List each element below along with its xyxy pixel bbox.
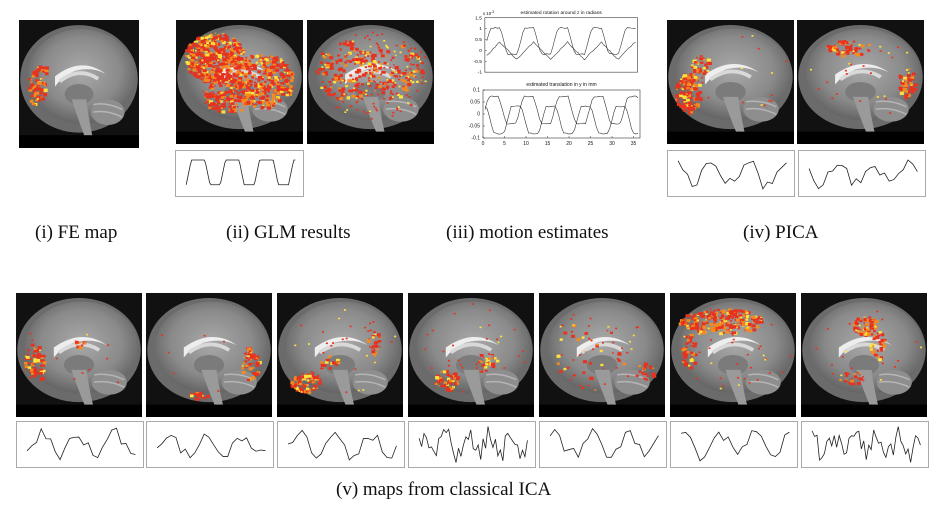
motion-rotation-plot: estimated rotation around z in radians x …: [455, 8, 645, 78]
motion-translation-plot: estimated translation in y in mm 0.1 0.05 0…: [455, 80, 645, 152]
motion-ytick-label: -1: [478, 70, 483, 76]
fe-map-image: [19, 20, 139, 148]
motion-ytick-label: -0.1: [471, 136, 480, 142]
ica-timecourse-1: [16, 421, 144, 468]
ica-timecourse-4: [408, 421, 536, 468]
motion-xtick-label: 15: [545, 141, 551, 147]
motion-ytick-label: 0.05: [470, 100, 480, 106]
ica-map-image-3: [277, 293, 403, 417]
glm-regressor-trace: [175, 150, 304, 197]
motion-xtick-label: 25: [588, 141, 594, 147]
motion-xtick-label: 35: [631, 141, 637, 147]
ica-map-image-4: [408, 293, 534, 417]
ica-timecourse-7: [801, 421, 929, 468]
ica-map-image-6: [670, 293, 796, 417]
pica-map-image-1: [667, 20, 794, 144]
motion-ytick-label: -0.5: [474, 59, 483, 65]
pica-timecourse-2: [798, 150, 926, 197]
motion-xtick-label: 20: [566, 141, 572, 147]
pica-map-image-2: [797, 20, 924, 144]
caption-motion-estimates: (iii) motion estimates: [446, 222, 609, 243]
ica-map-image-5: [539, 293, 665, 417]
caption-classical-ica: (v) maps from classical ICA: [336, 479, 552, 500]
motion-ytick-label: -0.05: [469, 124, 481, 130]
caption-fe-map: (i) FE map: [35, 222, 118, 243]
motion-ytick-label: 1.5: [475, 15, 482, 21]
motion-ytick-label: 0.5: [475, 37, 482, 43]
motion-ytick-label: 0.1: [473, 88, 480, 94]
ica-map-image-1: [16, 293, 142, 417]
motion-xtick-label: 10: [523, 141, 529, 147]
ica-map-image-2: [146, 293, 272, 417]
ica-map-image-7: [801, 293, 927, 417]
motion-ytick-label: 0: [477, 112, 480, 118]
caption-glm-results: (ii) GLM results: [226, 222, 351, 243]
motion-plot-title: estimated translation in y in mm: [526, 82, 596, 88]
caption-pica: (iv) PICA: [743, 222, 819, 243]
motion-xtick-label: 5: [503, 141, 506, 147]
motion-xtick-label: 30: [609, 141, 615, 147]
pica-timecourse-1: [667, 150, 795, 197]
ica-timecourse-3: [277, 421, 405, 468]
motion-ytick-label: 1: [479, 26, 482, 32]
ica-timecourse-2: [146, 421, 274, 468]
ica-timecourse-5: [539, 421, 667, 468]
motion-ytick-label: 0: [479, 48, 482, 54]
motion-plot-title: estimated rotation around z in radians: [521, 10, 603, 16]
glm-map-image-2: [307, 20, 434, 144]
ica-timecourse-6: [670, 421, 798, 468]
motion-xtick-label: 0: [482, 141, 485, 147]
glm-map-image-1: [176, 20, 303, 144]
motion-plot-exponent: x 10-3: [483, 10, 494, 16]
